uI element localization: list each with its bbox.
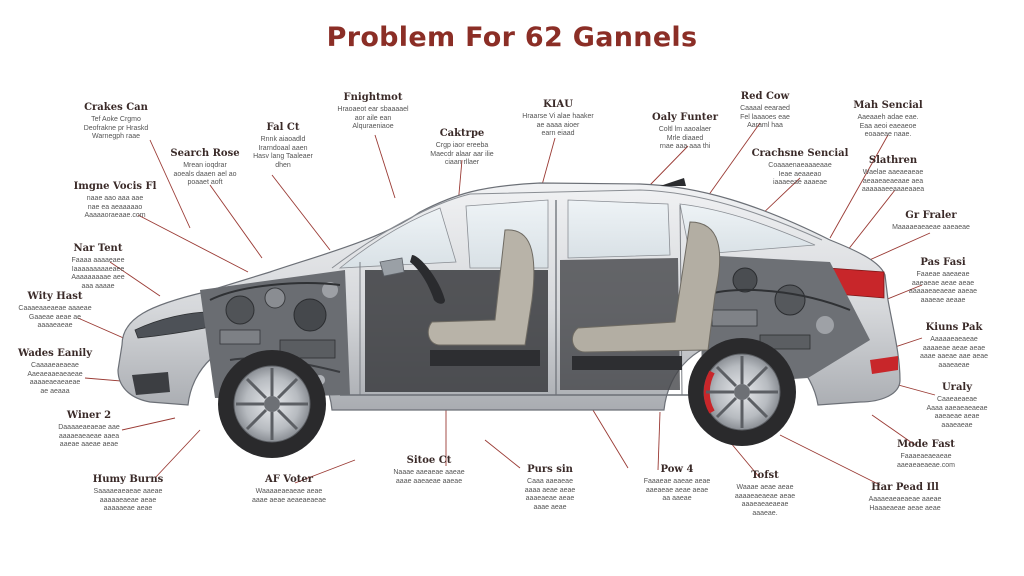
leader-imgne: [137, 214, 249, 273]
leader-nar-tent: [109, 261, 161, 297]
leader-winer-2: [121, 417, 176, 431]
leader-har-read: [779, 434, 881, 486]
spoiler: [660, 178, 686, 186]
diagram-title: Problem For 62 Gannels: [326, 22, 698, 53]
leader-crakes-can: [149, 139, 191, 229]
leader-red-cow: [707, 122, 761, 197]
leader-oaly-funter: [649, 145, 689, 186]
rear-reflector: [870, 356, 898, 374]
leader-kiau: [541, 137, 556, 186]
headlight: [134, 311, 211, 339]
leader-pas-fasi: [884, 284, 923, 301]
leader-fnightmot: [374, 134, 396, 199]
leader-mah-sencial: [829, 134, 889, 239]
side-mirror: [379, 257, 405, 277]
rear-seat: [571, 221, 721, 353]
leader-pow-4: [657, 411, 661, 471]
seats: [410, 221, 721, 370]
leader-gr-fraler: [864, 232, 931, 263]
leader-search-rose: [209, 184, 263, 259]
leader-af-voter: [294, 459, 356, 484]
leader-purs-sin: [484, 439, 521, 469]
rear-wheel: [688, 338, 796, 446]
front-wheel: [218, 350, 326, 458]
front-seat: [427, 229, 535, 346]
leader-humy-burns: [154, 429, 201, 479]
label-gr-fraler: Gr Fraler Maaaaeaeaeae aaeaeae: [892, 210, 970, 231]
rear-door-window: [567, 199, 671, 259]
leader-fal-ct: [271, 174, 331, 251]
steering-wheel: [410, 255, 445, 304]
windshield: [338, 207, 457, 269]
label-mah-sencial: Mah Sencial Aaeaaeh adae eae.Eaa aeoi ea…: [853, 100, 923, 138]
roof-line: [331, 189, 823, 269]
leader-mode-fast: [871, 414, 916, 446]
front-bumper-vent: [132, 372, 170, 395]
leader-wity-hast: [77, 317, 129, 341]
